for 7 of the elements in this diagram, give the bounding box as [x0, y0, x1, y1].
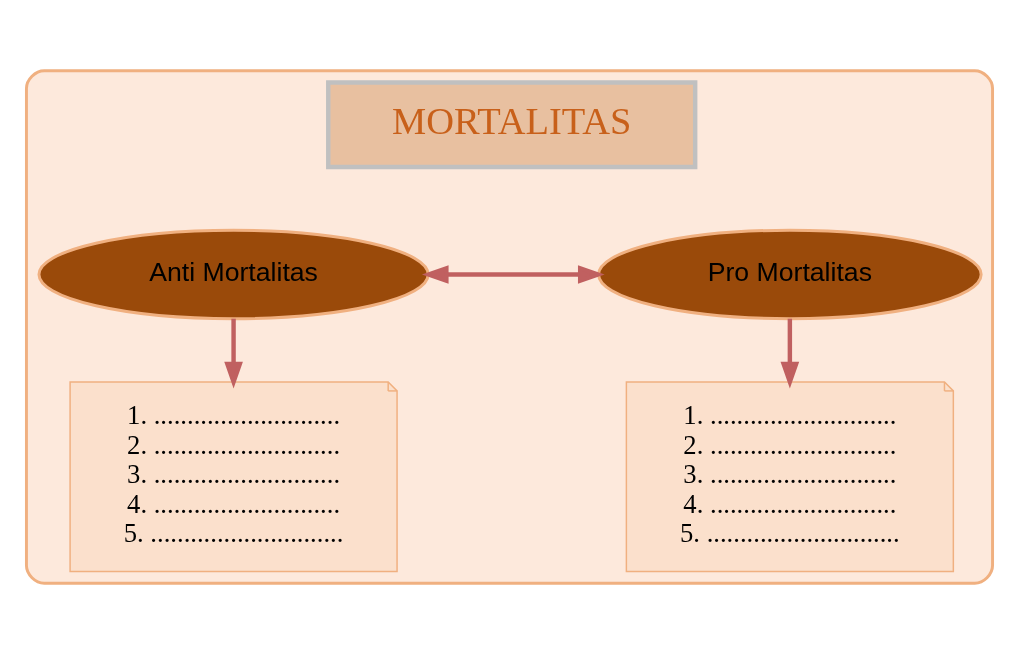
node-ellipse: Anti Mortalitas — [37, 228, 430, 321]
node-ellipse: Pro Mortalitas — [597, 228, 983, 321]
arrow — [421, 265, 605, 284]
arrow — [224, 318, 243, 389]
node-box: MORTALITAS — [326, 80, 698, 170]
cluster — [24, 69, 995, 585]
arrow — [780, 318, 800, 389]
